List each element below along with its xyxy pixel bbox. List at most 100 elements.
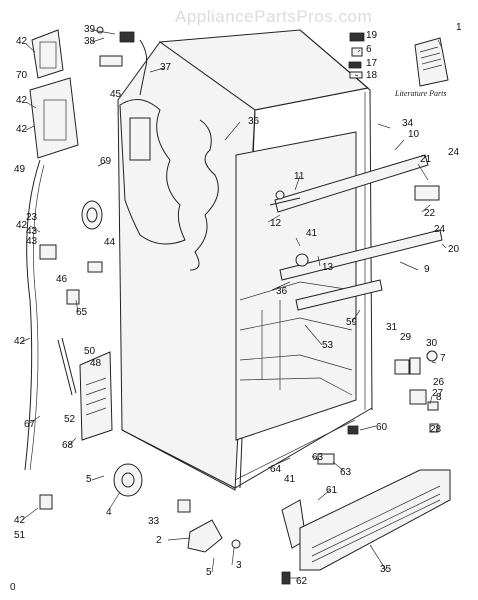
leader-line bbox=[25, 101, 37, 109]
callout-30: 30 bbox=[426, 338, 438, 349]
leader-line bbox=[25, 125, 35, 131]
callout-51: 51 bbox=[14, 530, 26, 541]
callout-10: 10 bbox=[408, 129, 420, 140]
callout-37: 37 bbox=[160, 62, 172, 73]
control-housing-group bbox=[29, 26, 148, 159]
leader-line bbox=[149, 67, 165, 73]
leader-line bbox=[294, 175, 301, 191]
callout-6: 6 bbox=[366, 44, 372, 55]
callout-2: 2 bbox=[156, 535, 162, 546]
callout-63: 63 bbox=[340, 467, 352, 478]
callout-11: 11 bbox=[294, 171, 305, 182]
wire-harness bbox=[24, 159, 113, 510]
leader-line bbox=[231, 547, 235, 566]
callout-26: 26 bbox=[433, 377, 445, 388]
callout-19: 19 bbox=[366, 30, 378, 41]
leader-line bbox=[332, 461, 345, 472]
rails-group bbox=[269, 154, 443, 311]
callout-53: 53 bbox=[322, 340, 334, 351]
callout-labels: 1234556789101112131718192021222324242627… bbox=[10, 22, 462, 593]
watermark: AppliancePartsPros.com bbox=[175, 7, 372, 26]
callout-21: 21 bbox=[420, 154, 432, 165]
callout-43: 43 bbox=[26, 226, 38, 237]
callout-18: 18 bbox=[366, 70, 378, 81]
leader-line bbox=[354, 74, 359, 77]
leader-line bbox=[21, 337, 31, 343]
leader-line bbox=[97, 161, 107, 167]
leader-line bbox=[67, 437, 77, 447]
callout-7: 7 bbox=[440, 353, 446, 364]
callout-39: 39 bbox=[84, 24, 96, 35]
leader-line bbox=[91, 37, 105, 43]
callout-13: 13 bbox=[322, 262, 334, 273]
callout-67: 67 bbox=[24, 419, 36, 430]
callout-0: 0 bbox=[10, 582, 16, 593]
callout-33: 33 bbox=[148, 516, 160, 527]
callout-49: 49 bbox=[14, 164, 26, 175]
callout-64: 64 bbox=[270, 464, 282, 475]
leader-line bbox=[211, 557, 215, 573]
leader-line bbox=[25, 43, 36, 53]
callout-62: 62 bbox=[296, 576, 308, 587]
leader-line bbox=[91, 475, 105, 481]
leader-line bbox=[75, 299, 79, 313]
right-hardware-group bbox=[347, 350, 439, 435]
leader-line bbox=[29, 415, 41, 424]
leader-line bbox=[354, 63, 359, 67]
callout-42: 42 bbox=[16, 36, 28, 47]
callout-17: 17 bbox=[366, 58, 378, 69]
callout-61: 61 bbox=[326, 485, 338, 496]
callout-44: 44 bbox=[104, 237, 116, 248]
callout-65: 65 bbox=[76, 307, 88, 318]
leader-line bbox=[91, 29, 116, 35]
callout-8: 8 bbox=[436, 392, 442, 403]
leader-line bbox=[377, 123, 391, 129]
callout-50: 50 bbox=[84, 346, 96, 357]
leader-line bbox=[417, 163, 429, 181]
leader-line bbox=[317, 255, 321, 267]
leader-line bbox=[421, 204, 431, 213]
leader-line bbox=[224, 121, 241, 141]
leader-line bbox=[295, 237, 301, 247]
callout-41: 41 bbox=[306, 228, 318, 239]
callout-36: 36 bbox=[276, 286, 288, 297]
callout-42: 42 bbox=[16, 95, 28, 106]
callout-43: 43 bbox=[26, 236, 38, 247]
callout-5: 5 bbox=[206, 567, 212, 578]
leader-line bbox=[304, 324, 323, 346]
callout-12: 12 bbox=[270, 218, 282, 229]
callout-4: 4 bbox=[106, 507, 112, 518]
callout-46: 46 bbox=[56, 274, 68, 285]
callout-59: 59 bbox=[346, 317, 358, 328]
literature-parts-group: Literature Parts bbox=[348, 32, 449, 98]
leader-line bbox=[267, 457, 291, 469]
callout-42: 42 bbox=[16, 124, 28, 135]
leader-line bbox=[441, 243, 447, 249]
leader-lines bbox=[21, 29, 447, 579]
callout-27: 27 bbox=[432, 388, 444, 399]
leader-line bbox=[357, 49, 361, 53]
leader-line bbox=[399, 261, 419, 271]
callout-42: 42 bbox=[16, 220, 28, 231]
leader-line bbox=[431, 361, 437, 364]
callout-60: 60 bbox=[376, 422, 388, 433]
callout-52: 52 bbox=[64, 414, 76, 425]
leader-line bbox=[317, 489, 331, 501]
callout-1: 1 bbox=[456, 22, 462, 33]
leader-line bbox=[267, 214, 281, 223]
callout-48: 48 bbox=[90, 358, 102, 369]
callout-35: 35 bbox=[380, 564, 392, 575]
callout-70: 70 bbox=[16, 70, 28, 81]
callout-36: 36 bbox=[248, 116, 260, 127]
callout-42: 42 bbox=[14, 336, 26, 347]
callout-28: 28 bbox=[430, 424, 442, 435]
literature-caption: Literature Parts bbox=[394, 89, 446, 98]
leader-line bbox=[109, 491, 121, 509]
cabinet-shell bbox=[117, 29, 373, 491]
callout-45: 45 bbox=[110, 89, 122, 100]
callout-34: 34 bbox=[402, 118, 414, 129]
leader-line bbox=[394, 139, 405, 151]
callout-63: 63 bbox=[312, 452, 324, 463]
